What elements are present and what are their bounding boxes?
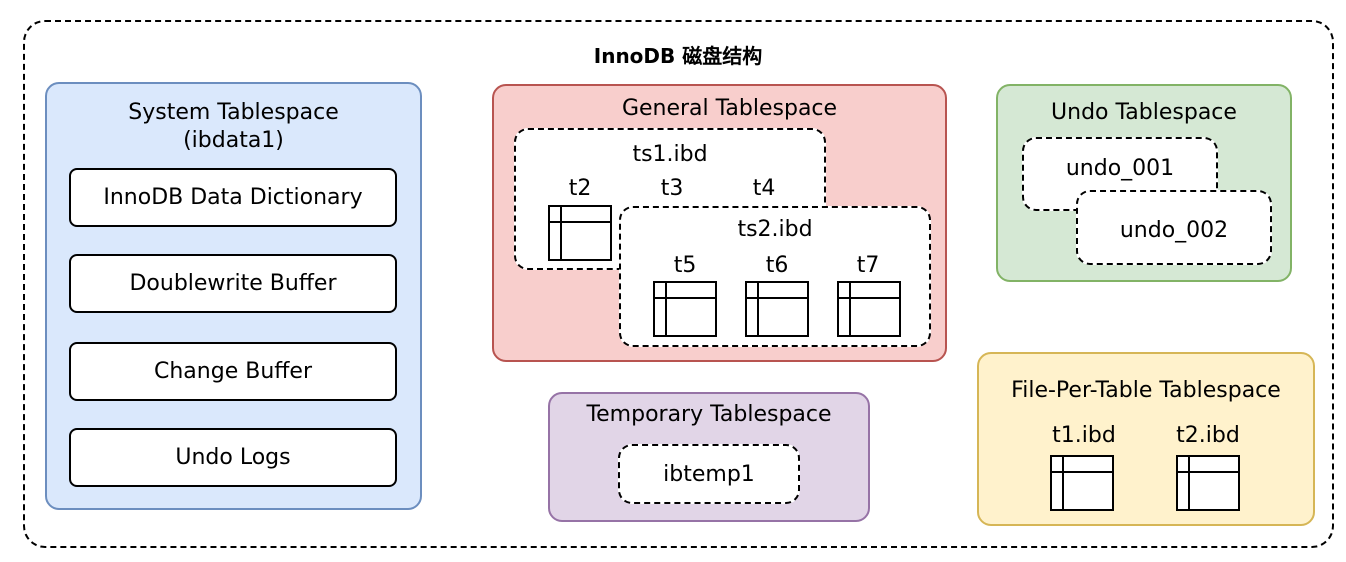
ibtemp1-file-box (618, 444, 800, 504)
table-label-t2: t2 (568, 176, 592, 201)
ibtemp1-file-name: ibtemp1 (663, 462, 755, 487)
t2-ibd-file-name: t2.ibd (1176, 423, 1240, 448)
undo-tablespace-title: Undo Tablespace (1051, 100, 1237, 125)
undo-002-file-box (1076, 190, 1272, 265)
ts2-file-name: ts2.ibd (737, 217, 813, 242)
undo-001-file-name: undo_001 (1065, 156, 1175, 181)
t1-ibd-file-name: t1.ibd (1052, 423, 1116, 448)
table-label-t3: t3 (660, 176, 684, 201)
undo-logs-box: Undo Logs (69, 428, 397, 487)
temporary-tablespace-title: Temporary Tablespace (586, 402, 832, 427)
doublewrite-buffer-box: Doublewrite Buffer (69, 254, 397, 313)
disk-structure-container (23, 20, 1334, 548)
table-label-t4: t4 (752, 176, 776, 201)
table-label-t7: t7 (856, 253, 880, 278)
table-icon-t1 (1050, 455, 1114, 511)
table-icon-t2-file (1176, 455, 1240, 511)
data-dictionary-box: InnoDB Data Dictionary (69, 168, 397, 227)
diagram-title: InnoDB 磁盘结构 (593, 44, 763, 68)
ts1-file-name: ts1.ibd (632, 142, 708, 167)
change-buffer-box: Change Buffer (69, 342, 397, 401)
system-tablespace-title: System Tablespace (128, 100, 339, 125)
table-label-t6: t6 (765, 253, 789, 278)
system-tablespace-subtitle: (ibdata1) (183, 128, 284, 153)
general-tablespace-title: General Tablespace (621, 96, 838, 121)
table-label-t5: t5 (673, 253, 697, 278)
undo-002-file-name: undo_002 (1119, 218, 1229, 243)
table-icon-t6 (745, 281, 809, 337)
table-icon-t7 (837, 281, 901, 337)
file-per-table-tablespace-panel (977, 352, 1315, 526)
table-icon-t5 (653, 281, 717, 337)
file-per-table-tablespace-title: File-Per-Table Tablespace (1011, 378, 1281, 403)
table-icon-t2 (548, 205, 612, 261)
